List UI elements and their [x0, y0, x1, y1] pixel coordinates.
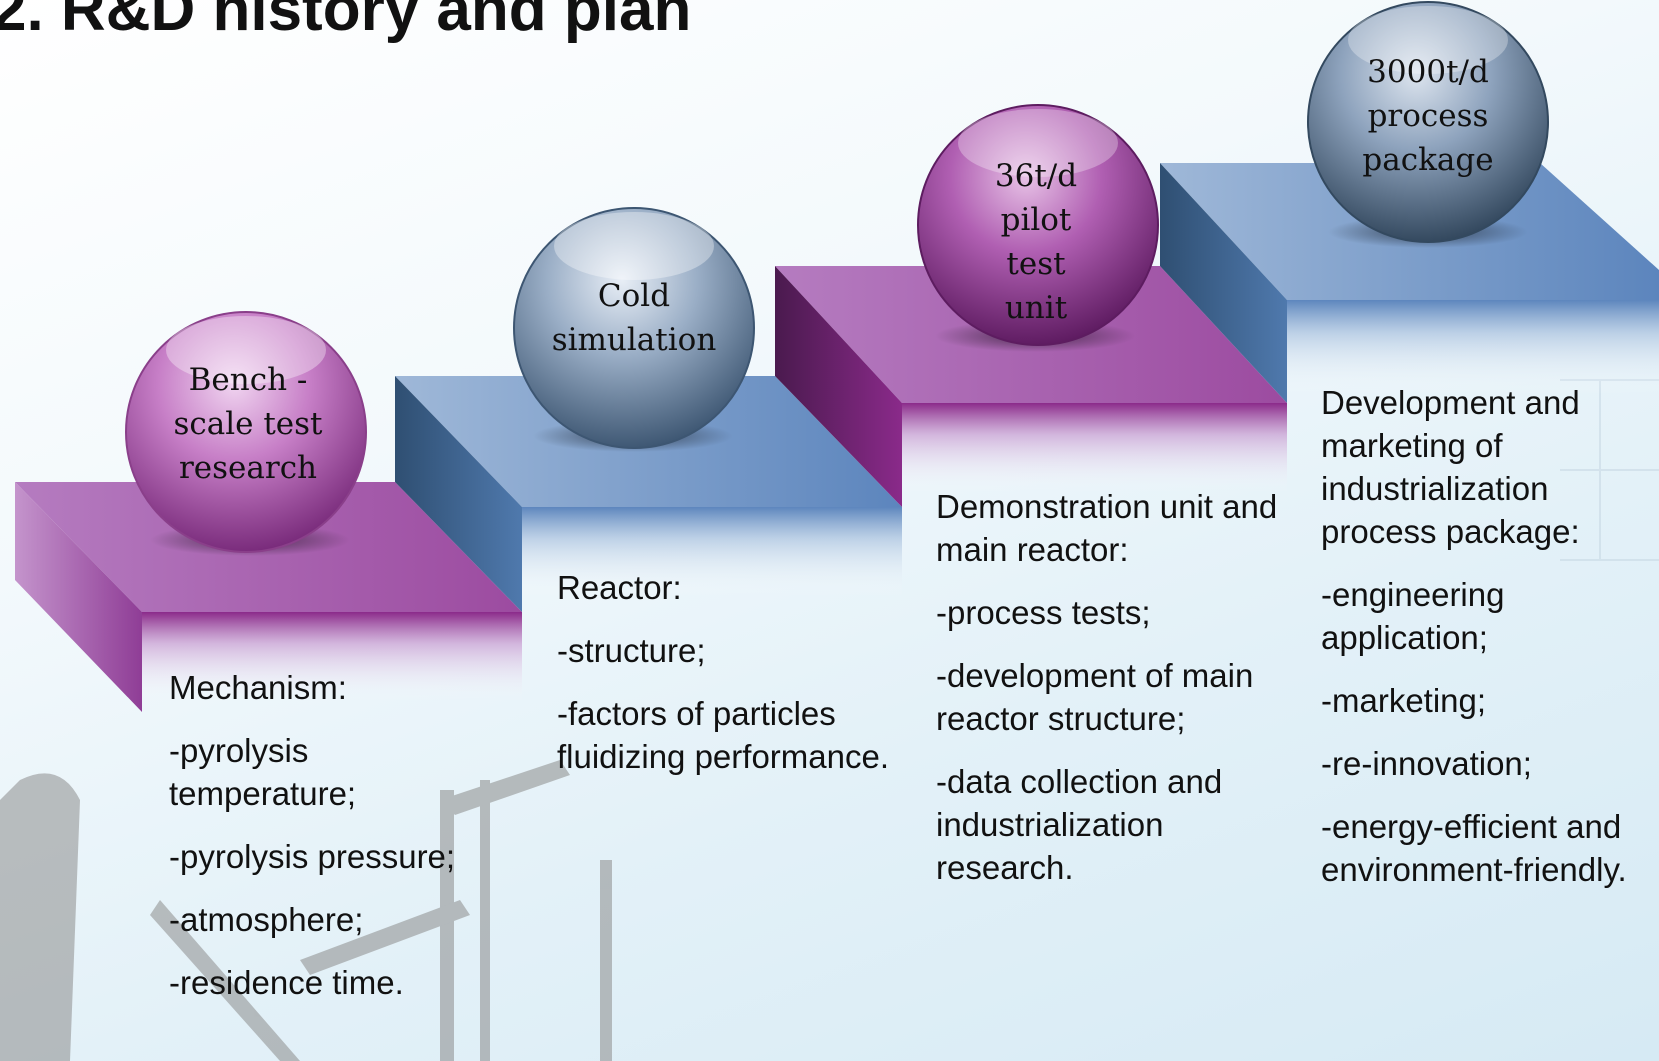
step-1-item: -pyrolysis pressure; — [169, 838, 456, 875]
orb-3-line-1: 36t/d — [994, 158, 1078, 194]
orb-4-line-2: process — [1367, 98, 1489, 134]
orb-3-line-3: test — [1006, 246, 1066, 282]
orb-2-label: Cold simulation — [524, 274, 744, 362]
orb-3 — [917, 104, 1159, 346]
orb-1-line-3: research — [178, 450, 318, 486]
step-3-heading: Demonstration unit and main reactor: — [936, 488, 1278, 568]
step-1-item: -residence time. — [169, 964, 404, 1001]
orb-4-label: 3000t/d process package — [1318, 50, 1538, 182]
orb-4 — [1307, 1, 1549, 243]
orb-1-line-2: scale test — [173, 406, 323, 442]
step-2-item: -structure; — [557, 632, 706, 669]
step-4-item: -re-innovation; — [1321, 745, 1532, 782]
step-1-item: -atmosphere; — [169, 901, 364, 938]
step-4-item: -energy-efficient and environment-friend… — [1321, 808, 1627, 888]
step-2-description: Reactor: -structure; -factors of particl… — [557, 566, 897, 798]
orb-3-line-2: pilot — [1000, 202, 1072, 238]
step-1-item: -pyrolysis temperature; — [169, 732, 357, 812]
step-3-item: -development of main reactor structure; — [936, 657, 1254, 737]
step-4-item: -engineering application; — [1321, 576, 1505, 656]
orb-1 — [125, 311, 367, 553]
step-4-description: Development and marketing of industriali… — [1321, 381, 1641, 911]
step-3-item: -process tests; — [936, 594, 1151, 631]
orb-2 — [513, 207, 755, 449]
page-title: 2. R&D history and plan — [0, 0, 692, 44]
step-2-platform — [395, 376, 902, 612]
orb-1-label: Bench - scale test research — [138, 358, 358, 490]
step-2-item: -factors of particles fluidizing perform… — [557, 695, 889, 775]
step-4-heading: Development and marketing of industriali… — [1321, 384, 1580, 550]
step-1-heading: Mechanism: — [169, 669, 347, 706]
background-derrick-illustration — [0, 760, 612, 1061]
step-4-item: -marketing; — [1321, 682, 1487, 719]
step-1-description: Mechanism: -pyrolysis temperature; -pyro… — [169, 666, 469, 1024]
orb-1-line-1: Bench - — [188, 362, 308, 398]
orb-2-line-2: simulation — [551, 322, 717, 358]
step-2-heading: Reactor: — [557, 569, 682, 606]
orb-3-label: 36t/d pilot test unit — [926, 154, 1146, 330]
orb-2-line-1: Cold — [597, 278, 671, 314]
orb-3-line-4: unit — [1004, 290, 1068, 326]
step-3-description: Demonstration unit and main reactor: -pr… — [936, 485, 1281, 909]
orb-4-line-1: 3000t/d — [1367, 54, 1489, 90]
step-3-item: -data collection and industrialization r… — [936, 763, 1223, 886]
orb-4-line-3: package — [1362, 142, 1494, 178]
